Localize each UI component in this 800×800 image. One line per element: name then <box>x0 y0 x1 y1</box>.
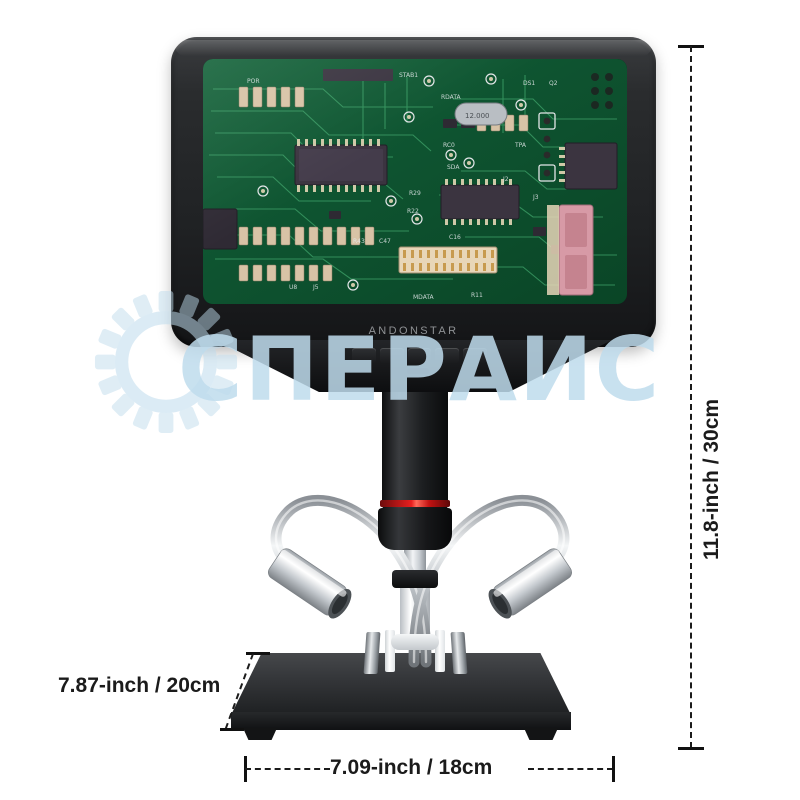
depth-cap-top <box>246 652 270 655</box>
bezel-button-2[interactable] <box>379 348 404 363</box>
depth-cap-bottom <box>220 728 244 731</box>
bracket-arm-left <box>385 630 395 672</box>
brand-label: ANDONSTAR <box>368 325 459 337</box>
bezel-button-4[interactable] <box>435 348 460 363</box>
bezel-button-5[interactable] <box>463 348 487 363</box>
pcb-image: 12.000 <box>203 59 627 304</box>
width-line-left <box>245 768 330 770</box>
base-platform-front <box>231 712 571 730</box>
lens-barrel <box>382 384 448 514</box>
bezel-button-3[interactable] <box>407 348 432 363</box>
lens-collar <box>392 570 438 588</box>
width-label: 7.09-inch / 18cm <box>330 756 493 779</box>
bracket-arm-right <box>435 630 445 672</box>
stand-bracket <box>385 630 445 672</box>
width-cap-right <box>612 756 615 782</box>
focus-knob <box>378 508 452 550</box>
usb-port <box>407 367 429 374</box>
bezel-button-strip[interactable] <box>352 348 487 363</box>
base-foot-right <box>524 728 558 740</box>
bracket-crossbar <box>391 634 439 650</box>
right-gooseneck-lamp <box>408 495 572 668</box>
bezel-button-1[interactable] <box>352 348 376 363</box>
monitor-screen: 12.000 <box>203 59 627 304</box>
right-clamp <box>450 632 468 674</box>
width-line-right <box>528 768 613 770</box>
height-cap-bottom <box>678 747 704 750</box>
base-foot-left <box>243 728 277 740</box>
height-label: 11.8-inch / 30cm <box>700 398 723 560</box>
base-platform-top <box>231 653 571 715</box>
depth-label: 7.87-inch / 20cm <box>58 674 221 697</box>
left-clamp <box>363 632 381 674</box>
height-line <box>690 46 692 748</box>
red-accent-ring <box>380 500 450 507</box>
